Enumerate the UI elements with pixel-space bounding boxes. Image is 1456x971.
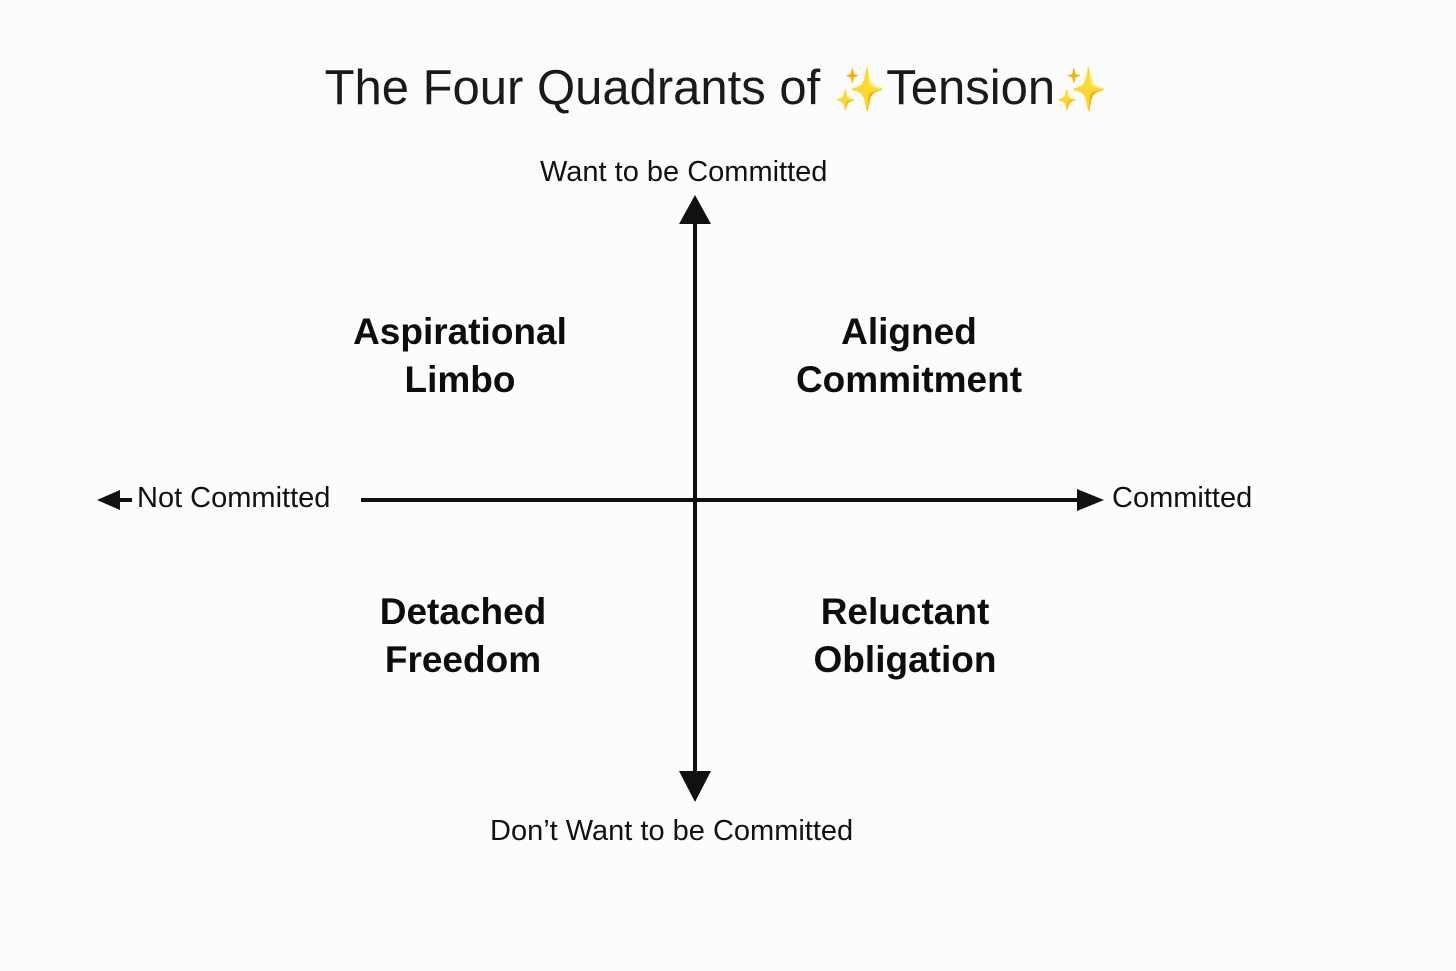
- quadrant-bottom-left: Detached Freedom: [263, 588, 663, 684]
- quadrant-top-right: Aligned Commitment: [709, 308, 1109, 404]
- axis-label-right: Committed: [1112, 482, 1253, 514]
- down-arrowhead: [679, 771, 711, 802]
- quadrant-bottom-right-line1: Reluctant: [820, 591, 990, 632]
- title-emphasis: Tension: [886, 61, 1056, 115]
- quadrant-top-right-line2: Commitment: [795, 359, 1023, 400]
- title-text: The Four Quadrants of: [324, 61, 821, 115]
- quadrant-bottom-left-line1: Detached: [379, 591, 547, 632]
- right-arrowhead: [1077, 489, 1104, 511]
- left-arrowhead: [97, 490, 120, 510]
- page-title: The Four Quadrants of ✨Tension✨: [0, 60, 1432, 116]
- quadrant-top-left: Aspirational Limbo: [260, 308, 660, 404]
- axis-label-bottom: Don’t Want to be Committed: [490, 815, 854, 847]
- sparkle-icon: ✨: [833, 66, 887, 113]
- quadrant-top-left-line2: Limbo: [404, 359, 516, 400]
- axis-label-left: Not Committed: [137, 482, 331, 514]
- quadrant-bottom-left-line2: Freedom: [384, 639, 542, 680]
- quadrant-bottom-right: Reluctant Obligation: [705, 588, 1105, 684]
- quadrant-top-left-line1: Aspirational: [353, 311, 567, 352]
- sparkle-icon: ✨: [1055, 66, 1108, 113]
- quadrant-bottom-right-line2: Obligation: [813, 639, 997, 680]
- up-arrowhead: [679, 195, 711, 224]
- quadrant-top-right-line1: Aligned: [841, 311, 977, 352]
- axis-label-top: Want to be Committed: [540, 156, 828, 188]
